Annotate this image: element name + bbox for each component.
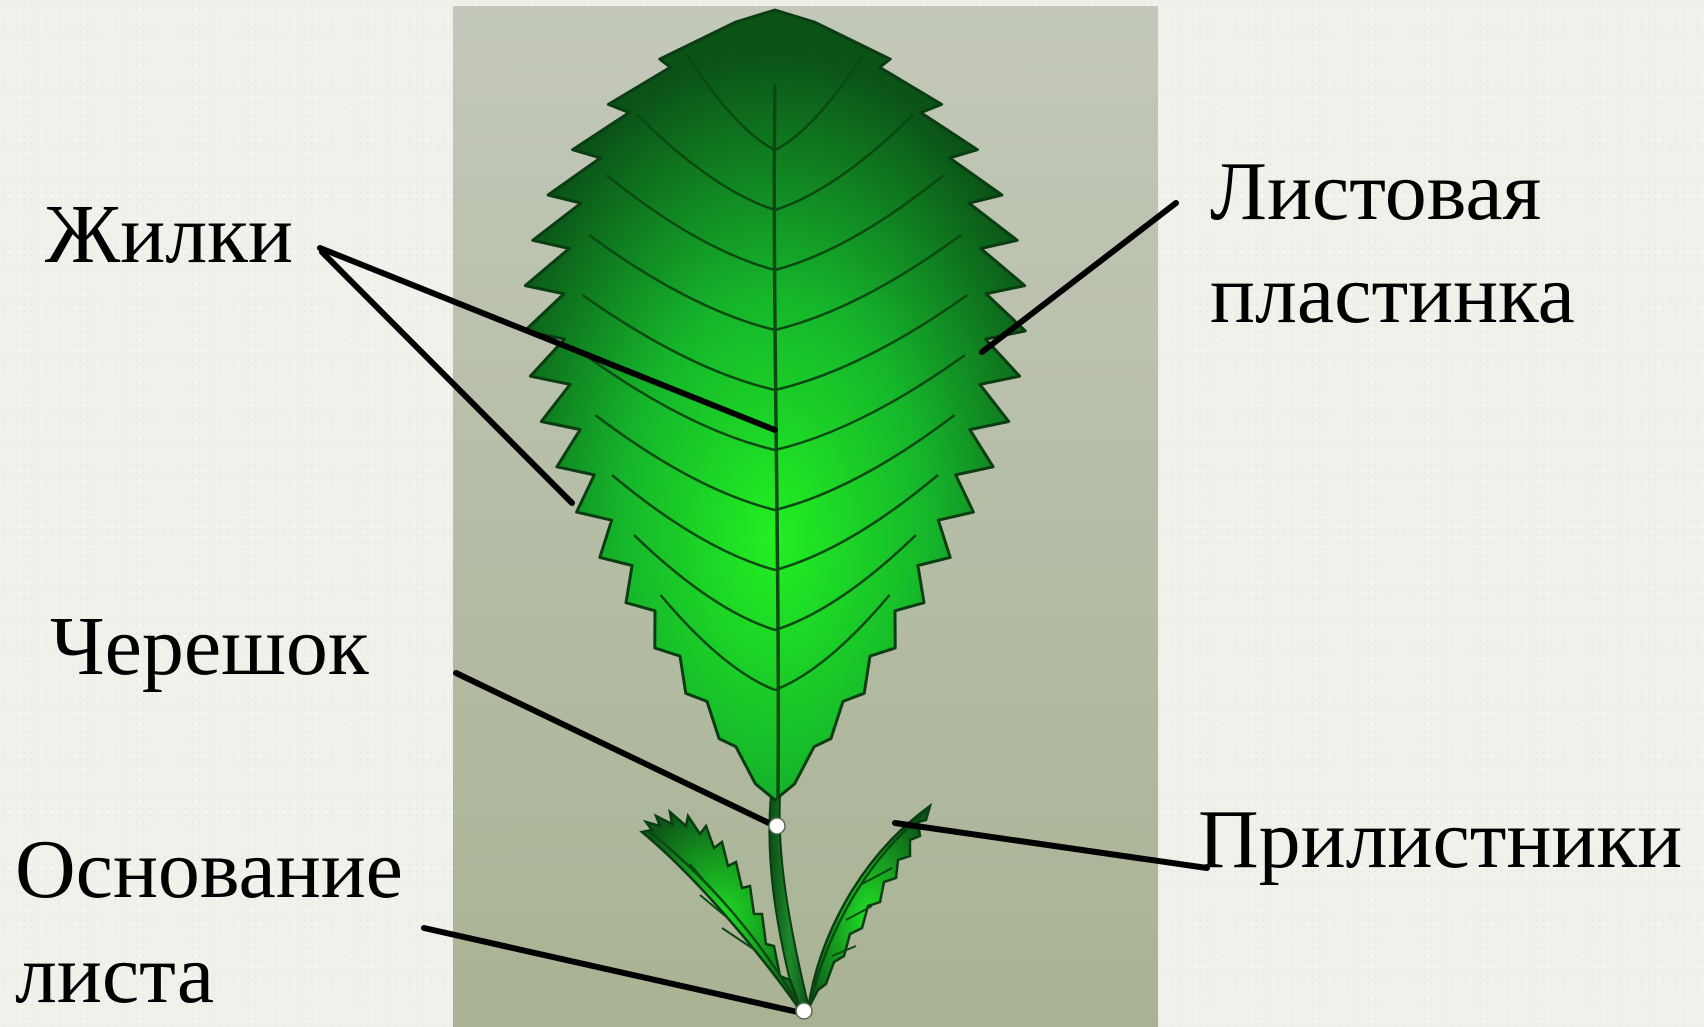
stipules-label: Прилистники bbox=[1198, 790, 1682, 890]
petiole-junction-marker bbox=[769, 818, 785, 834]
petiole-label: Черешок bbox=[50, 597, 369, 697]
blade-label-line1: Листовая bbox=[1210, 142, 1541, 242]
base-label-line2: листа bbox=[15, 925, 214, 1025]
leaf-base-marker bbox=[796, 1003, 812, 1019]
veins-label: Жилки bbox=[45, 185, 293, 285]
base-label-line1: Основание bbox=[15, 820, 403, 920]
blade-label-line2: пластинка bbox=[1210, 245, 1575, 345]
